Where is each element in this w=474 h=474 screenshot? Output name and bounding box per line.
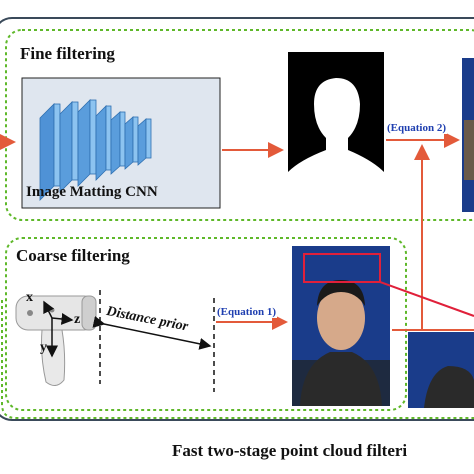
axis-x-label: x bbox=[26, 290, 33, 305]
cnn-label: Image Matting CNN bbox=[26, 184, 158, 200]
axes-icon bbox=[43, 300, 74, 358]
matte-mask-image bbox=[288, 52, 384, 216]
face-box-connector bbox=[379, 281, 474, 317]
coarse-filtering-title: Coarse filtering bbox=[16, 246, 130, 265]
figure-caption: Fast two-stage point cloud filteri bbox=[172, 441, 408, 460]
outer-frame bbox=[0, 17, 474, 421]
outer-dashed-border bbox=[1, 300, 474, 419]
coarse-filtered-photo bbox=[292, 246, 390, 406]
equation-2-label: (Equation 2) bbox=[386, 122, 447, 134]
axis-y-label: y bbox=[40, 340, 47, 355]
sensor-device-icon bbox=[15, 295, 97, 386]
equation-1-label: (Equation 1) bbox=[216, 306, 277, 318]
fine-result-image bbox=[462, 58, 474, 212]
fine-filtering-box bbox=[5, 29, 474, 221]
axis-z-label: z bbox=[74, 312, 81, 327]
distance-prior-arrow bbox=[92, 315, 212, 350]
cnn-layers-icon bbox=[39, 99, 152, 201]
lower-right-image bbox=[408, 332, 474, 408]
fine-filtering-title: Fine filtering bbox=[20, 44, 115, 63]
coarse-filtering-box bbox=[5, 237, 407, 411]
